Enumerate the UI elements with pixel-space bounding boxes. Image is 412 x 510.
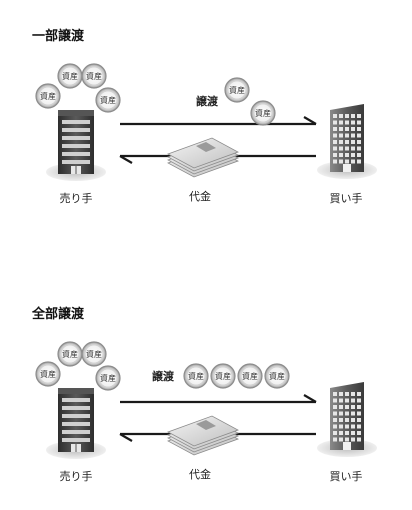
asset-coin-label: 資産 (255, 108, 271, 118)
asset-coin-icon: 資産 (35, 83, 61, 109)
asset-coin-icon: 資産 (35, 361, 61, 387)
asset-coin-label: 資産 (62, 349, 78, 359)
transfer-arrow (120, 394, 317, 404)
money-stack-icon (167, 137, 239, 178)
asset-coin-label: 資産 (100, 373, 116, 383)
asset-coin-label: 資産 (86, 71, 102, 81)
asset-coin-label: 資産 (229, 85, 245, 95)
asset-coin-icon: 資産 (210, 363, 236, 389)
asset-coin-icon: 資産 (81, 63, 107, 89)
asset-coin-label: 資産 (269, 371, 285, 381)
asset-coin-label: 資産 (40, 91, 56, 101)
seller-label: 売り手 (60, 469, 93, 483)
asset-coin-label: 資産 (62, 71, 78, 81)
asset-coin-icon: 資産 (95, 365, 121, 391)
asset-coin-icon: 資産 (224, 77, 250, 103)
office-tower-icon (317, 104, 377, 179)
buyer-label: 買い手 (330, 191, 363, 205)
asset-coin-label: 資産 (86, 349, 102, 359)
transfer-label: 譲渡 (152, 369, 175, 383)
asset-coin-icon: 資産 (250, 100, 276, 126)
asset-coin-icon: 資産 (57, 341, 83, 367)
asset-coin-label: 資産 (40, 369, 56, 379)
office-building-icon (46, 388, 106, 459)
asset-coin-label: 資産 (242, 371, 258, 381)
asset-coin-icon: 資産 (237, 363, 263, 389)
asset-coin-label: 資産 (188, 371, 204, 381)
section-0: 一部譲渡資産資産資産資産売り手買い手譲渡資産資産代金 (32, 28, 377, 205)
asset-coin-icon: 資産 (57, 63, 83, 89)
section-1: 全部譲渡資産資産資産資産売り手買い手譲渡資産資産資産資産代金 (31, 306, 377, 483)
office-building-icon (46, 110, 106, 181)
asset-coin-icon: 資産 (183, 363, 209, 389)
asset-coin-icon: 資産 (81, 341, 107, 367)
sections-layer: 一部譲渡資産資産資産資産売り手買い手譲渡資産資産代金全部譲渡資産資産資産資産売り… (31, 28, 377, 483)
asset-coin-icon: 資産 (264, 363, 290, 389)
section-title: 一部譲渡 (32, 28, 85, 44)
asset-coin-label: 資産 (215, 371, 231, 381)
office-tower-icon (317, 382, 377, 457)
payment-label: 代金 (189, 189, 211, 203)
payment-label: 代金 (189, 467, 211, 481)
seller-label: 売り手 (60, 191, 93, 205)
transfer-label: 譲渡 (196, 94, 219, 108)
asset-coin-icon: 資産 (95, 87, 121, 113)
section-title: 全部譲渡 (31, 306, 85, 322)
money-stack-icon (167, 415, 239, 456)
buyer-label: 買い手 (330, 469, 363, 483)
transfer-arrow (120, 116, 317, 126)
asset-coin-label: 資産 (100, 95, 116, 105)
